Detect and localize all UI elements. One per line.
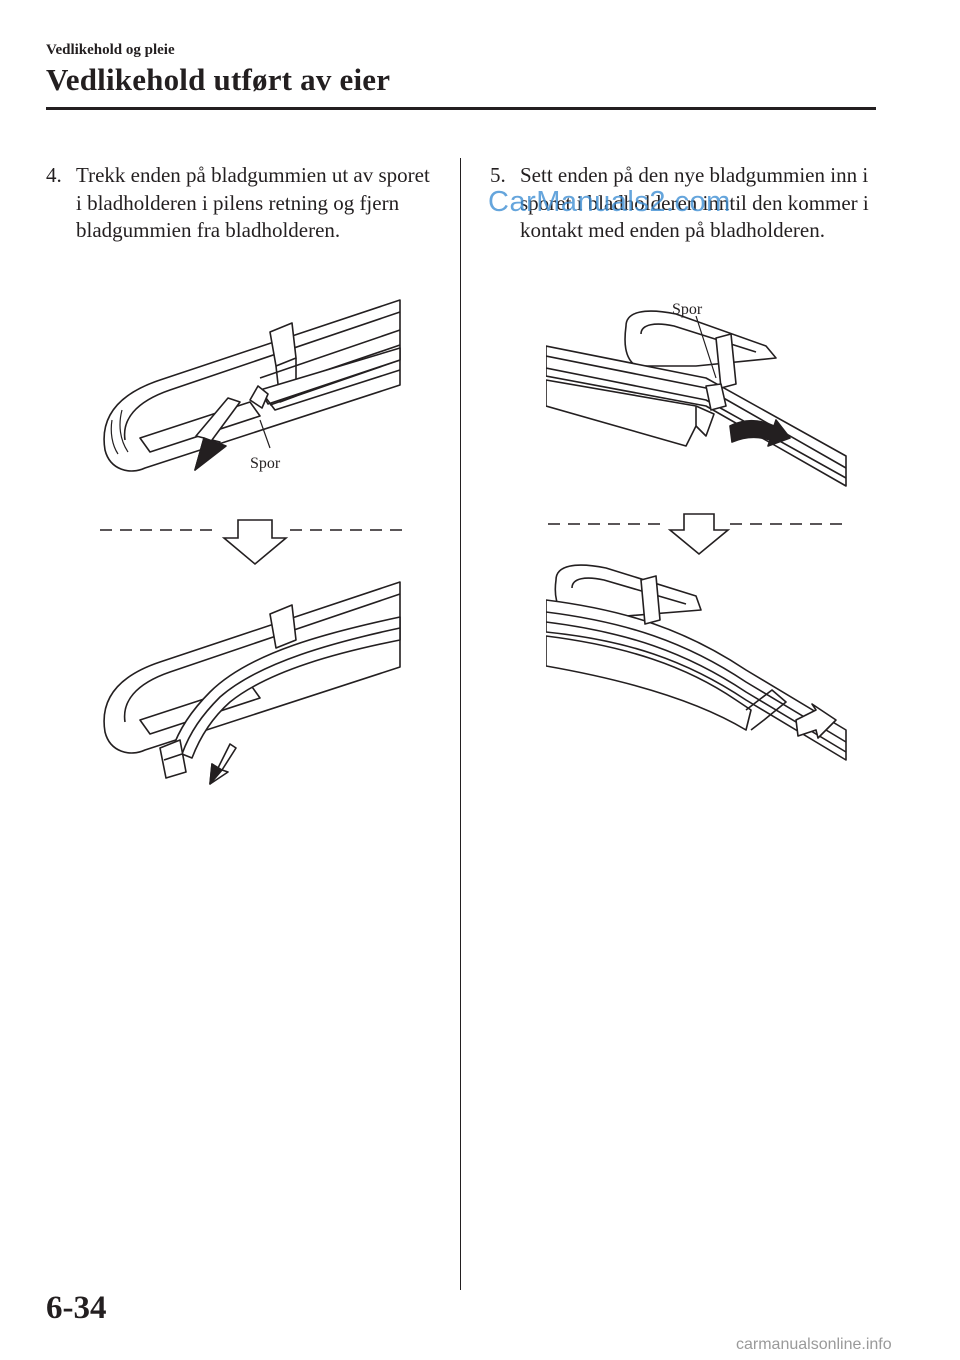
separator-arrow-right — [546, 510, 852, 558]
push-arrow — [729, 419, 791, 447]
spor-label-step5: Spor — [672, 301, 703, 318]
figure-step5-before — [546, 296, 852, 506]
separator-arrow-left — [100, 512, 410, 568]
chapter-title: Vedlikehold utført av eier — [46, 62, 391, 97]
figure-step5-after — [546, 560, 852, 780]
watermark: CarManuals2.com — [488, 186, 731, 218]
spor-label-step4: Spor — [250, 455, 281, 472]
step-5-text: Sett enden på den nye bladgummien inn i … — [520, 163, 869, 242]
step-5-number: 5. — [490, 163, 506, 187]
column-divider — [460, 158, 461, 1290]
curved-rail — [546, 599, 847, 761]
new-rubber — [546, 379, 697, 447]
step-4-number: 4. — [46, 163, 62, 187]
spor-leader-right — [695, 315, 717, 379]
header-rule — [46, 107, 876, 110]
inserted-rubber — [546, 635, 752, 731]
section-label: Vedlikehold og pleie — [46, 42, 175, 58]
blade-holder-end — [624, 310, 777, 367]
spor-leader-left — [259, 419, 271, 449]
push-arrow-outline — [795, 703, 837, 739]
page-number: 6-34 — [46, 1290, 107, 1326]
figure-step4-before — [100, 290, 410, 490]
blade-rail — [546, 345, 847, 487]
step-5: 5. Sett enden på den nye bladgummien inn… — [490, 162, 890, 282]
step-4-text: Trekk enden på bladgummien ut av sporet … — [76, 163, 430, 242]
footer-site: carmanualsonline.info — [736, 1336, 892, 1353]
step-4: 4. Trekk enden på bladgummien ut av spor… — [46, 162, 446, 282]
figure-step4-after — [100, 572, 410, 792]
